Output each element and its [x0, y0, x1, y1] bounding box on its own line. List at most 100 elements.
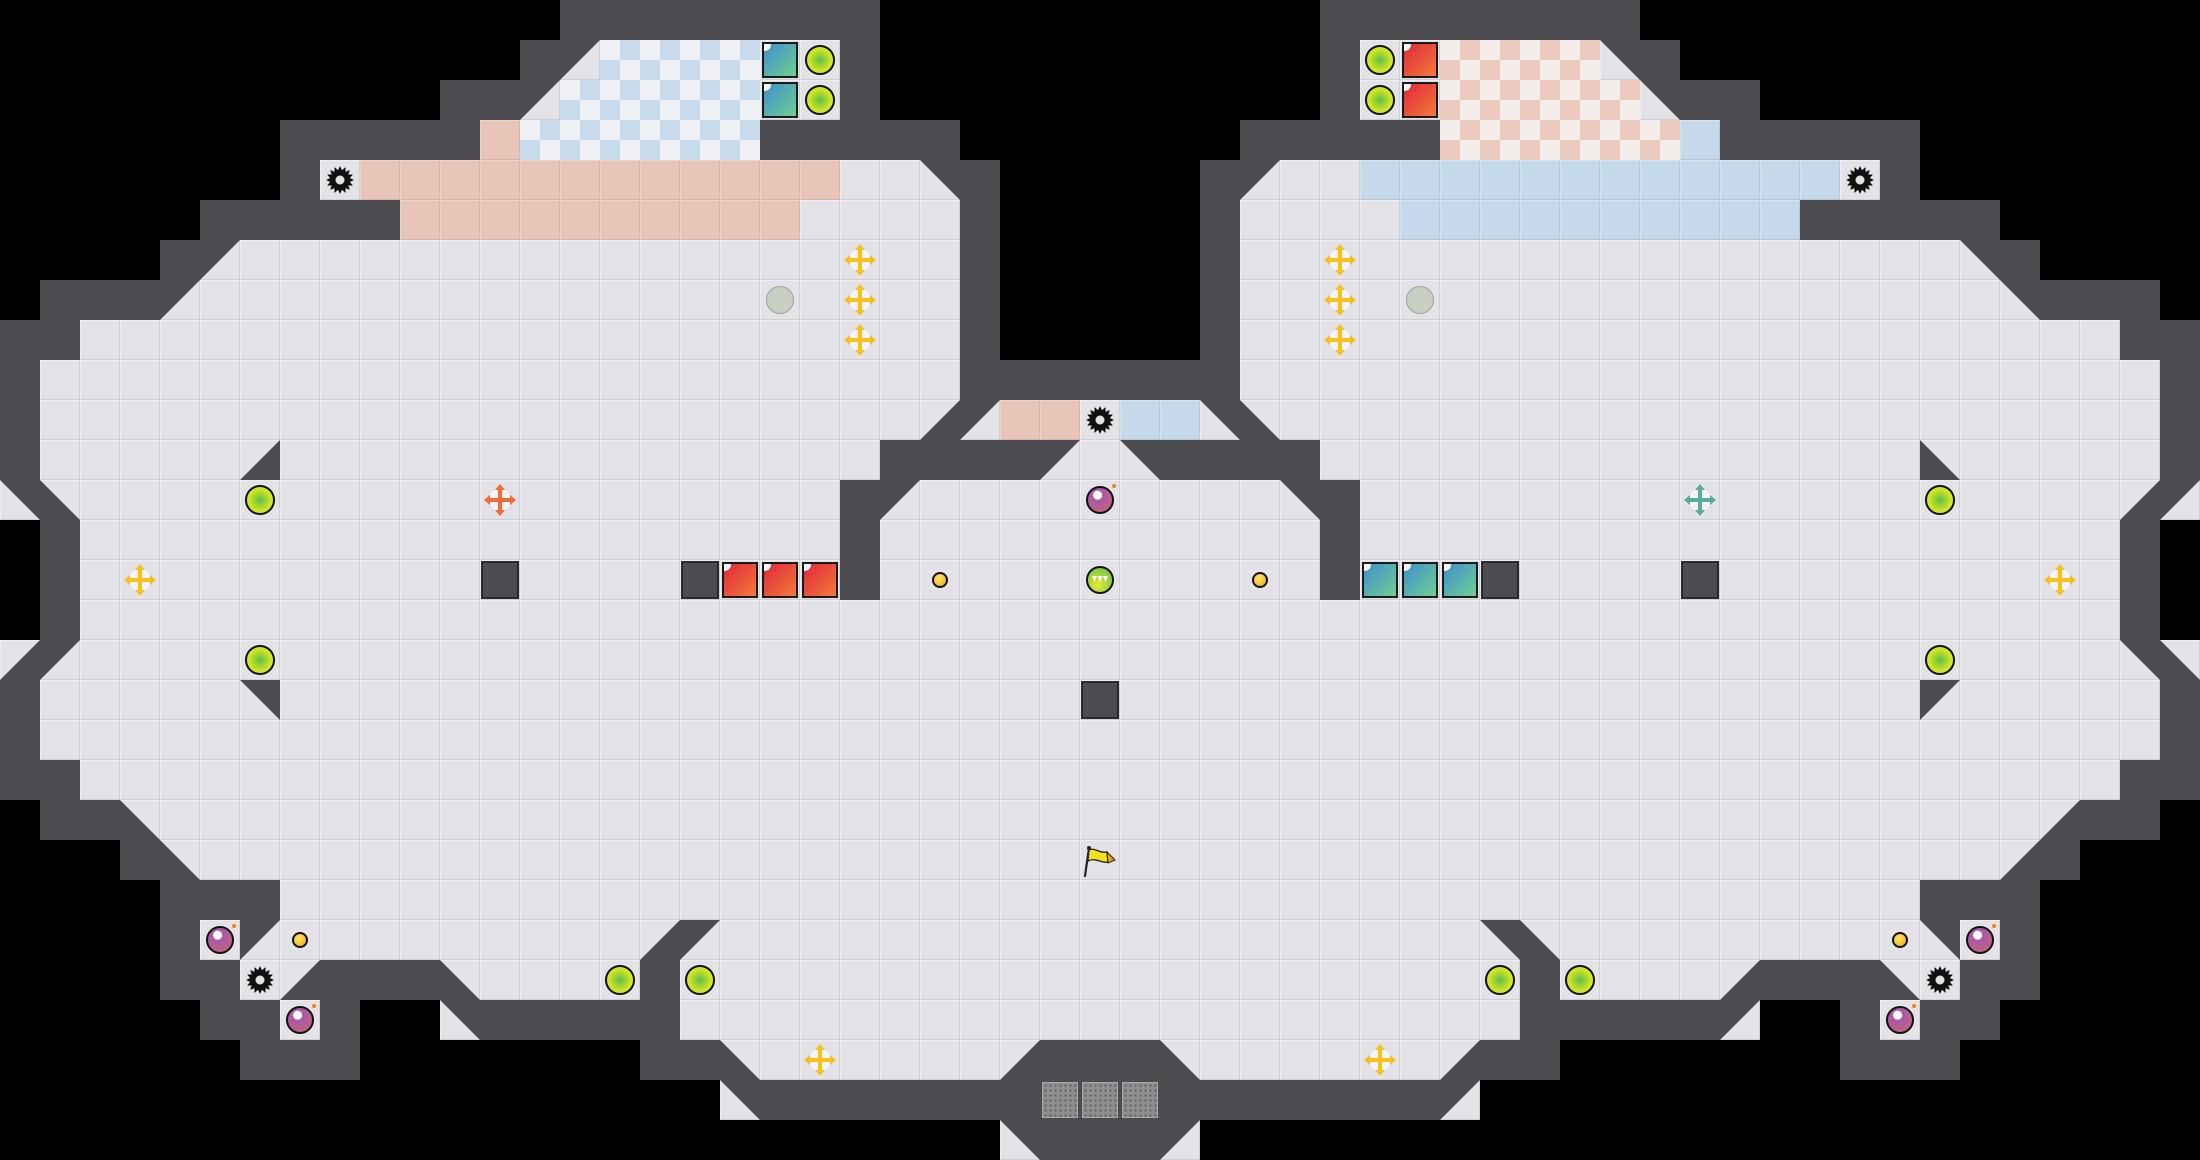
floor-tile — [320, 800, 360, 840]
void-tile — [120, 920, 160, 960]
diagonal-wall-tile — [1480, 920, 1520, 960]
void-tile — [2160, 1080, 2200, 1120]
floor-tile — [1360, 1000, 1400, 1040]
floor-tile — [800, 280, 840, 320]
wall-tile — [2000, 960, 2040, 1000]
floor-tile — [1720, 800, 1760, 840]
blue-endzone-tile — [600, 120, 640, 160]
diagonal-wall-tile — [1240, 160, 1280, 200]
button-icon — [280, 920, 320, 960]
void-tile — [480, 0, 520, 40]
floor-tile — [1320, 200, 1360, 240]
wall-tile — [320, 120, 360, 160]
floor-tile — [1040, 640, 1080, 680]
floor-tile — [440, 840, 480, 880]
floor-tile — [1640, 960, 1680, 1000]
floor-tile — [200, 640, 240, 680]
floor-tile — [520, 760, 560, 800]
wall-tile — [2120, 800, 2160, 840]
floor-tile — [1400, 1000, 1440, 1040]
wall-tile — [1760, 120, 1800, 160]
void-tile — [1960, 40, 2000, 80]
void-tile — [480, 1040, 520, 1080]
floor-tile — [1520, 440, 1560, 480]
floor-tile — [280, 640, 320, 680]
floor-tile — [960, 960, 1000, 1000]
void-tile — [0, 240, 40, 280]
floor-tile — [920, 640, 960, 680]
floor-tile — [2000, 560, 2040, 600]
floor-tile — [1440, 800, 1480, 840]
floor-tile — [680, 280, 720, 320]
diagonal-wall-tile — [2000, 280, 2040, 320]
floor-tile — [840, 160, 880, 200]
floor-tile — [1920, 400, 1960, 440]
floor-tile — [160, 760, 200, 800]
red-team-tile-shape — [1402, 82, 1438, 118]
floor-tile — [1800, 520, 1840, 560]
floor-tile — [640, 720, 680, 760]
diagonal-wall-half — [120, 800, 160, 840]
floor-tile — [1440, 640, 1480, 680]
void-tile — [360, 1040, 400, 1080]
floor-tile — [200, 320, 240, 360]
floor-tile — [680, 720, 720, 760]
floor-tile — [320, 680, 360, 720]
floor-tile — [120, 640, 160, 680]
inactive-powerup-icon-shape — [766, 286, 794, 314]
blue-endzone-tile — [560, 120, 600, 160]
void-tile — [2000, 120, 2040, 160]
floor-tile — [920, 800, 960, 840]
diagonal-wall-tile — [1000, 1040, 1040, 1080]
floor-tile — [1440, 840, 1480, 880]
floor-tile — [1680, 920, 1720, 960]
floor-tile — [720, 280, 760, 320]
floor-tile — [440, 600, 480, 640]
diagonal-wall-tile — [120, 800, 160, 840]
floor-tile — [1480, 600, 1520, 640]
wall-block-shape — [481, 561, 519, 599]
wall-tile — [2120, 280, 2160, 320]
floor-tile — [480, 800, 520, 840]
floor-tile — [1440, 440, 1480, 480]
void-tile — [1040, 320, 1080, 360]
floor-tile — [360, 560, 400, 600]
void-tile — [0, 40, 40, 80]
spike-icon — [1080, 400, 1120, 440]
wall-tile — [1320, 560, 1360, 600]
floor-tile — [920, 600, 960, 640]
floor-tile — [1240, 360, 1280, 400]
void-tile — [2040, 1040, 2080, 1080]
wall-tile — [2080, 800, 2120, 840]
floor-tile — [1720, 280, 1760, 320]
diagonal-wall-half — [2120, 640, 2160, 680]
floor-tile — [240, 800, 280, 840]
diagonal-wall-half — [1440, 1040, 1480, 1080]
void-tile — [2000, 40, 2040, 80]
wall-tile — [1120, 360, 1160, 400]
void-tile — [2040, 1080, 2080, 1120]
floor-tile — [440, 920, 480, 960]
void-tile — [1000, 0, 1040, 40]
floor-tile — [760, 240, 800, 280]
diagonal-wall-half — [1920, 920, 1960, 960]
void-tile — [0, 0, 40, 40]
void-tile — [480, 40, 520, 80]
floor-tile — [640, 600, 680, 640]
floor-tile — [1400, 400, 1440, 440]
floor-tile — [720, 760, 760, 800]
red-team-tile — [1400, 40, 1440, 80]
wall-tile — [1400, 1080, 1440, 1120]
button-icon-shape — [1892, 932, 1908, 948]
powerup-icon — [1080, 560, 1120, 600]
floor-tile — [760, 960, 800, 1000]
inactive-powerup-icon — [760, 280, 800, 320]
wall-tile — [1280, 1080, 1320, 1120]
floor-tile — [1800, 880, 1840, 920]
floor-tile — [1320, 640, 1360, 680]
floor-tile — [1120, 720, 1160, 760]
floor-tile — [1560, 520, 1600, 560]
floor-tile — [1640, 840, 1680, 880]
boost-icon — [2040, 560, 2080, 600]
floor-tile — [1000, 560, 1040, 600]
